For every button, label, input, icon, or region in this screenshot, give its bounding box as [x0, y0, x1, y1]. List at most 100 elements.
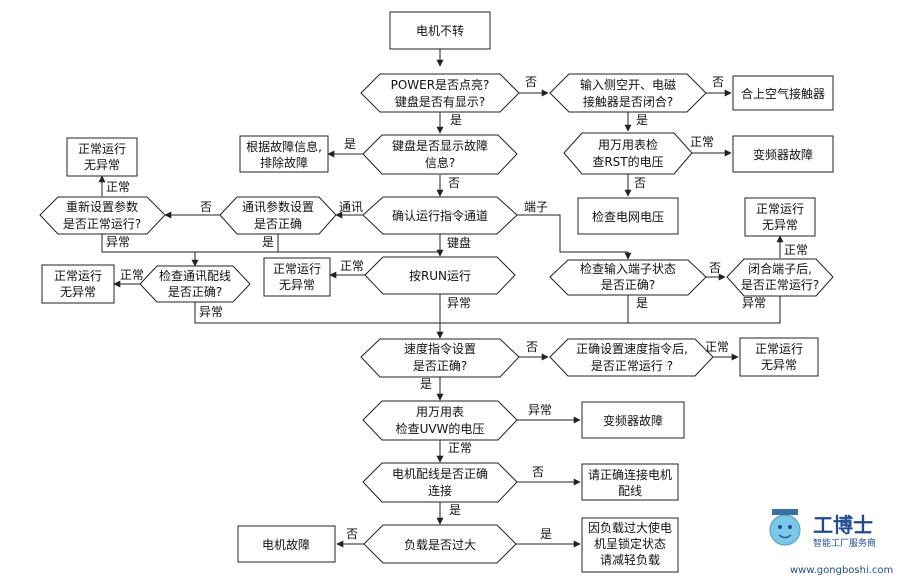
edge-label: 否	[532, 465, 544, 479]
node-power-lit-line: POWER是否点亮?	[391, 77, 490, 92]
svg-text:电机不转: 电机不转	[416, 23, 464, 38]
node-speed-cmd: 速度指令设置是否正确?	[360, 338, 520, 378]
node-vfd-fault-2: 变频器故障	[581, 401, 685, 439]
node-motor-fault: 电机故障	[237, 525, 336, 563]
svg-text:正确设置速度指令后,是否正常运行 ?: 正确设置速度指令后, 是否正常运行 ?	[576, 341, 688, 373]
node-reset-params: 重新设置参数是否正常运行?	[39, 196, 166, 235]
edge-label: 正常	[120, 268, 144, 282]
svg-text:正常运行无异常: 正常运行无异常	[78, 142, 126, 172]
node-normal-1-line: 正常运行	[78, 142, 126, 156]
node-comm-params-line: 是否正确	[254, 217, 302, 231]
node-multimeter-uvw-line: 用万用表	[416, 405, 464, 419]
node-reduce-load: 因负载过大使电机呈锁定状态请减轻负载	[581, 517, 679, 573]
node-keypad-fault-line: 信息?	[425, 155, 455, 170]
node-comm-wiring: 检查通讯配线是否正确?	[139, 265, 251, 303]
watermark-url: www.gongboshi.com	[790, 565, 893, 576]
node-close-terminal: 闭合端子后,是否正常运行?	[726, 258, 834, 297]
svg-text:POWER是否点亮?键盘是否有显示?: POWER是否点亮? 键盘是否有显示?	[391, 77, 490, 109]
svg-text:速度指令设置是否正确?: 速度指令设置是否正确?	[404, 341, 476, 373]
node-comm-wiring-line: 检查通讯配线	[159, 268, 231, 283]
svg-text:合上空气接触器: 合上空气接触器	[741, 86, 825, 101]
svg-text:重新设置参数是否正常运行?: 重新设置参数是否正常运行?	[63, 199, 141, 231]
node-confirm-channel: 确认运行指令通道	[362, 196, 518, 235]
node-motor-wiring: 电机配线是否正确连接	[362, 462, 518, 503]
node-overload: 负载是否过大	[363, 524, 517, 564]
node-multimeter-rst: 用万用表检查RST的电压	[563, 132, 693, 175]
svg-text:正常运行无异常: 正常运行无异常	[755, 342, 803, 372]
edge-label: 否	[712, 75, 724, 89]
node-overload-line: 负载是否过大	[404, 538, 476, 552]
watermark-logo: 工博士 智能工厂服务商 www.gongboshi.com	[769, 509, 893, 576]
node-motor-wiring-line: 连接	[428, 483, 452, 498]
node-speed-cmd-line: 速度指令设置	[404, 341, 476, 356]
node-motor-not-running-line: 电机不转	[416, 23, 464, 38]
edge-label: 是	[450, 113, 462, 127]
node-normal-2-line: 无异常	[279, 278, 315, 292]
node-input-breaker: 输入侧空开、电磁接触器是否闭合?	[549, 73, 707, 113]
node-multimeter-rst-line: 查RST的电压	[592, 154, 663, 169]
node-reduce-load-line: 机呈锁定状态	[594, 536, 666, 551]
node-comm-params-line: 通讯参数设置	[242, 199, 314, 214]
node-motor-not-running: 电机不转	[389, 11, 491, 50]
node-normal-3: 正常运行无异常	[41, 264, 115, 304]
edge-label: 正常	[448, 441, 472, 455]
edge-label: 是	[636, 113, 648, 127]
svg-text:变频器故障: 变频器故障	[603, 413, 663, 428]
node-reduce-load-line: 因负载过大使电	[588, 520, 672, 535]
node-clear-fault-line: 排除故障	[260, 155, 308, 170]
node-reduce-load-line: 请减轻负载	[600, 553, 660, 567]
node-input-breaker-line: 接触器是否闭合?	[583, 94, 673, 109]
svg-text:正常运行无异常: 正常运行无异常	[54, 269, 102, 299]
svg-text:用万用表检查UVW的电压: 用万用表检查UVW的电压	[396, 405, 485, 436]
node-correct-speed-line: 是否正常运行 ?	[591, 359, 673, 373]
edge-label: 正常	[784, 243, 808, 257]
svg-text:负载是否过大: 负载是否过大	[404, 538, 476, 552]
node-normal-4: 正常运行无异常	[744, 197, 816, 237]
node-reset-params-line: 是否正常运行?	[63, 217, 141, 231]
node-normal-2-line: 正常运行	[273, 262, 321, 276]
node-multimeter-uvw-line: 检查UVW的电压	[396, 421, 485, 436]
svg-text:检查输入端子状态是否正确?: 检查输入端子状态是否正确?	[580, 261, 676, 292]
node-close-terminal-line: 闭合端子后,	[748, 261, 812, 276]
node-check-grid: 检查电网电压	[577, 197, 679, 235]
watermark-subtitle: 智能工厂服务商	[813, 537, 876, 549]
svg-text:变频器故障: 变频器故障	[753, 147, 813, 162]
node-multimeter-uvw: 用万用表检查UVW的电压	[362, 400, 518, 441]
node-correct-speed-line: 正确设置速度指令后,	[576, 341, 688, 356]
connectors	[98, 49, 784, 548]
node-multimeter-rst-line: 用万用表检	[598, 137, 658, 152]
edge-labels: 否 是 否 是 正常 否 是 否 通讯 端子 键盘 否 是 正常 异常 正常 异…	[106, 75, 808, 541]
svg-text:电机配线是否正确连接: 电机配线是否正确连接	[392, 467, 488, 498]
svg-text:用万用表检查RST的电压: 用万用表检查RST的电压	[592, 137, 663, 169]
edge-label: 异常	[447, 296, 471, 310]
node-power-lit-line: 键盘是否有显示?	[395, 94, 485, 109]
edge-label: 端子	[524, 200, 548, 214]
node-connect-motor: 请正确连接电机配线	[581, 463, 679, 501]
edge-label: 否	[634, 176, 646, 190]
edge-label: 通讯	[339, 200, 363, 214]
edge-label: 否	[525, 75, 537, 89]
svg-text:通讯参数设置是否正确: 通讯参数设置是否正确	[242, 199, 314, 231]
node-press-run-line: 按RUN运行	[409, 269, 471, 283]
node-normal-5-line: 无异常	[761, 358, 797, 372]
node-normal-3-line: 正常运行	[54, 269, 102, 283]
edge-label: 异常	[199, 305, 223, 319]
edge-label: 异常	[742, 296, 766, 310]
edge-label: 否	[448, 176, 460, 190]
node-normal-5-line: 正常运行	[755, 342, 803, 356]
mascot-icon	[769, 509, 801, 546]
node-normal-4-line: 正常运行	[756, 202, 804, 216]
edge-label: 是	[344, 137, 356, 151]
node-motor-fault-line: 电机故障	[262, 537, 310, 552]
node-close-contactor: 合上空气接触器	[732, 75, 834, 111]
node-vfd-fault-2-line: 变频器故障	[603, 413, 663, 428]
node-clear-fault-line: 根据故障信息,	[246, 139, 322, 154]
edge-label: 是	[449, 503, 461, 517]
svg-text:因负载过大使电机呈锁定状态请减轻负载: 因负载过大使电机呈锁定状态请减轻负载	[588, 520, 672, 567]
node-speed-cmd-line: 是否正确?	[413, 359, 467, 373]
edge-label: 否	[200, 200, 212, 214]
node-normal-1: 正常运行无异常	[66, 137, 138, 177]
edge-label: 正常	[705, 340, 729, 354]
node-connect-motor-line: 配线	[618, 484, 642, 498]
